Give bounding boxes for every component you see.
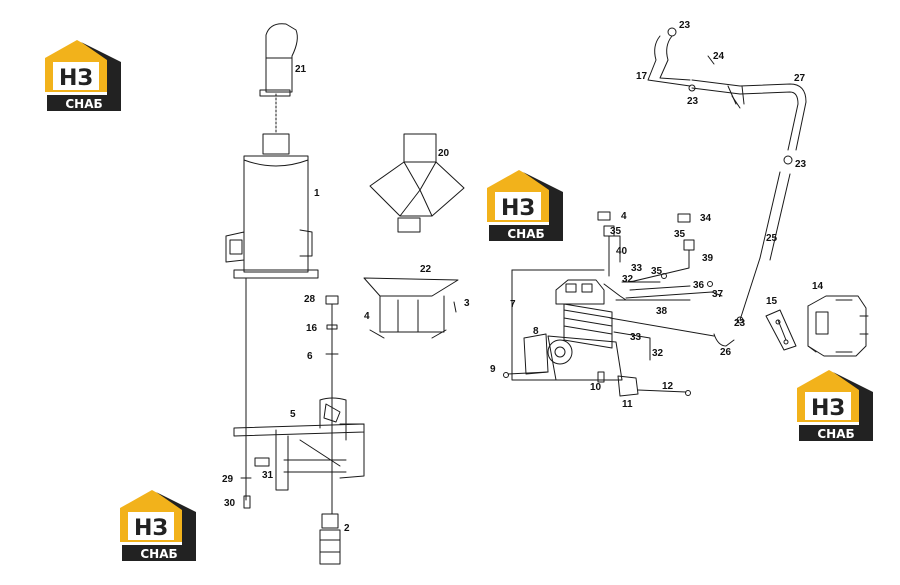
- part-label: 38: [656, 306, 668, 317]
- logo-letters: НЗ: [811, 396, 845, 421]
- part-label: 1: [314, 188, 320, 199]
- part-label: 35: [651, 266, 663, 277]
- part-label: 37: [712, 289, 724, 300]
- logo-center: НЗ СНАБ: [487, 170, 563, 241]
- part-11-bracket: [617, 375, 691, 397]
- part-labels: 1 2 3 4 4 5 6 7 8 9 10 11 12 14 15 16 17…: [222, 20, 824, 534]
- part-5-bracket: [233, 397, 365, 491]
- logo-word: СНАБ: [507, 227, 544, 241]
- part-label: 4: [364, 311, 370, 322]
- part-label: 32: [652, 348, 664, 359]
- part-label: 8: [533, 326, 539, 337]
- part-label: 2: [344, 523, 350, 534]
- part-2-clamp: [319, 513, 341, 565]
- logo-word: СНАБ: [65, 97, 102, 111]
- part-label: 4: [621, 211, 627, 222]
- part-label: 22: [420, 264, 432, 275]
- pipes-center: [597, 211, 723, 301]
- part-label: 39: [702, 253, 714, 264]
- part-15-gasket: [765, 309, 797, 351]
- part-label: 7: [510, 299, 516, 310]
- logo-letters: НЗ: [59, 66, 93, 91]
- logo-word: СНАБ: [817, 427, 854, 441]
- part-label: 9: [490, 364, 496, 375]
- logo-right: НЗ СНАБ: [797, 370, 873, 441]
- part-label: 23: [734, 318, 746, 329]
- pipes-right: [647, 27, 807, 347]
- part-label: 6: [307, 351, 313, 362]
- part-label: 23: [679, 20, 691, 31]
- part-label: 15: [766, 296, 778, 307]
- part-label: 12: [662, 381, 674, 392]
- logo-bottom-left: НЗ СНАБ: [120, 490, 196, 561]
- part-label: 5: [290, 409, 296, 420]
- part-label: 27: [794, 73, 806, 84]
- logo-top-left: НЗ СНАБ: [45, 40, 121, 111]
- part-label: 35: [610, 226, 622, 237]
- part-label: 11: [622, 399, 633, 410]
- part-label: 28: [304, 294, 316, 305]
- part-label: 23: [687, 96, 699, 107]
- part-label: 34: [700, 213, 712, 224]
- part-label: 23: [795, 159, 807, 170]
- part-14-pump: [807, 295, 869, 357]
- stack-hardware: [240, 295, 339, 509]
- part-label: 3: [464, 298, 470, 309]
- part-label: 24: [713, 51, 725, 62]
- part-label: 40: [616, 246, 628, 257]
- compressor-leader-lines: [511, 269, 715, 381]
- part-20-elbow: [369, 133, 465, 233]
- logo-letters: НЗ: [501, 196, 535, 221]
- part-label: 29: [222, 474, 234, 485]
- part-label: 21: [295, 64, 307, 75]
- logo-word: СНАБ: [140, 547, 177, 561]
- part-label: 25: [766, 233, 778, 244]
- logo-letters: НЗ: [134, 516, 168, 541]
- part-label: 33: [630, 332, 642, 343]
- part-label: 33: [631, 263, 643, 274]
- part-label: 16: [306, 323, 318, 334]
- part-label: 36: [693, 280, 705, 291]
- leader-lines-left: [245, 93, 333, 515]
- part-21-rain-cap: [259, 23, 298, 97]
- part-1-muffler: [225, 133, 319, 279]
- part-label: 14: [812, 281, 824, 292]
- part-label: 30: [224, 498, 236, 509]
- part-label: 31: [262, 470, 274, 481]
- part-label: 17: [636, 71, 648, 82]
- part-7-compressor: [503, 279, 627, 383]
- part-22-shield: [363, 277, 459, 339]
- part-label: 20: [438, 148, 450, 159]
- part-label: 35: [674, 229, 686, 240]
- part-label: 26: [720, 347, 732, 358]
- part-label: 32: [622, 274, 634, 285]
- part-label: 10: [590, 382, 602, 393]
